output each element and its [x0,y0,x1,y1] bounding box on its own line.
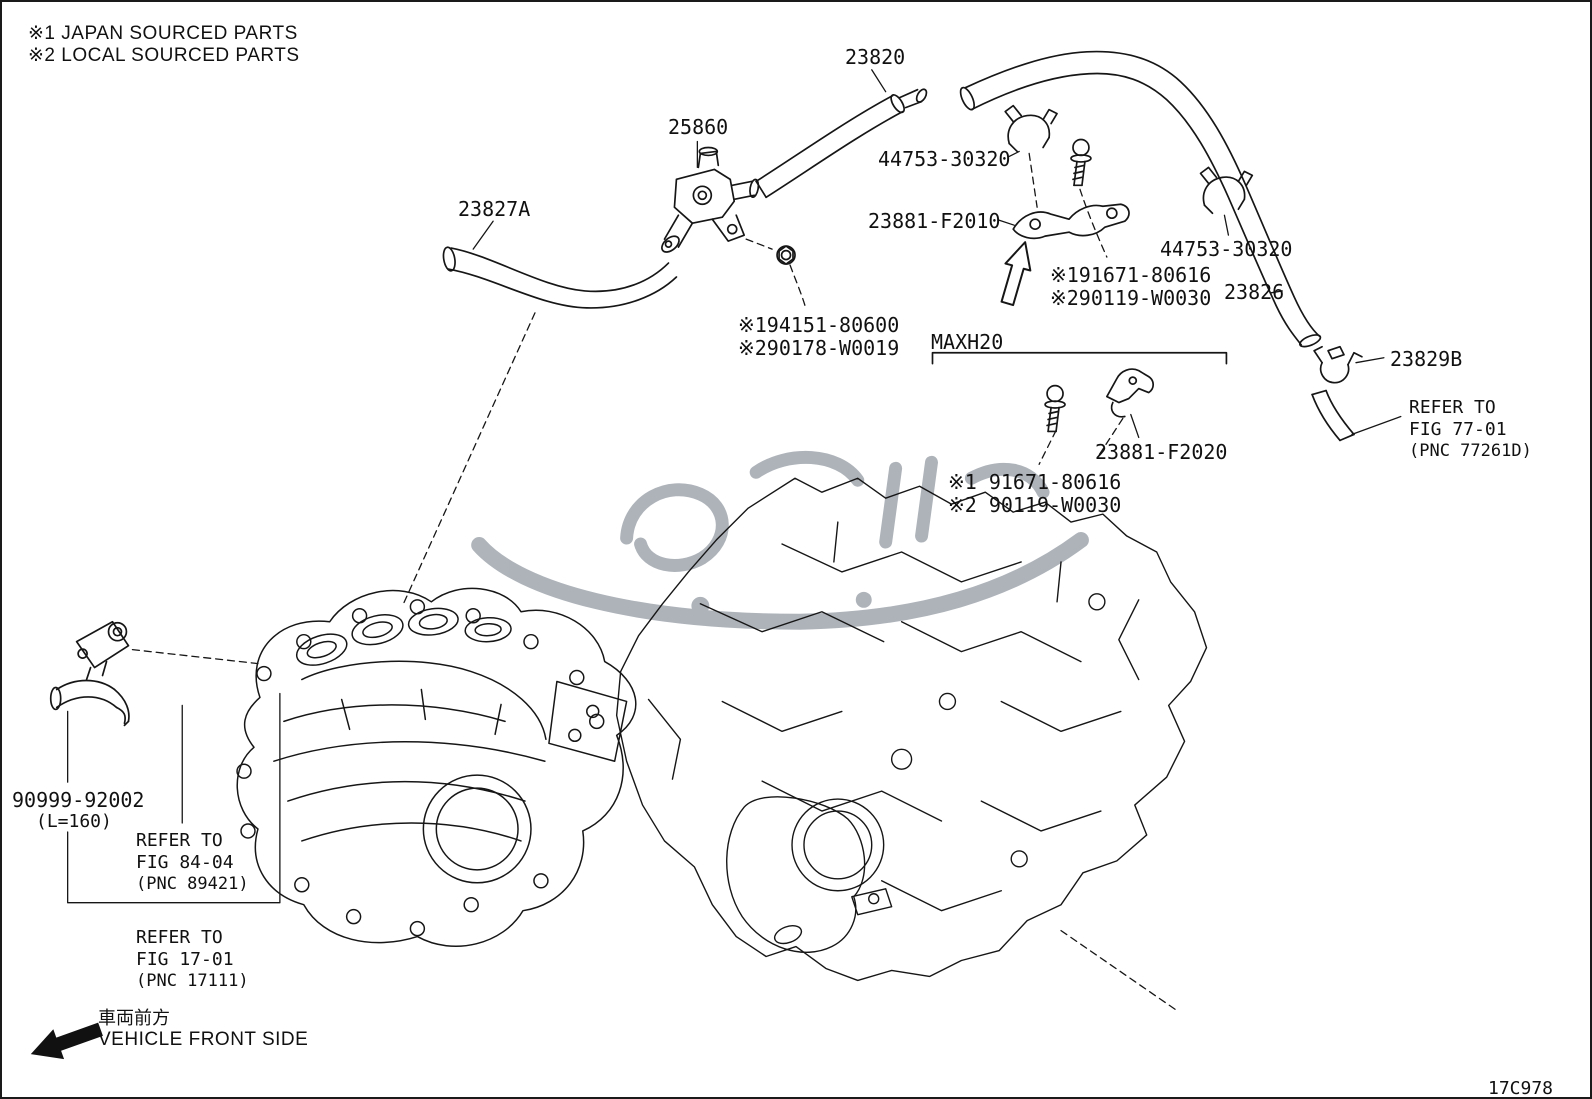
refer-fig8404-line3: (PNC 89421) [136,874,249,894]
part-label-23881-f2020: 23881-F2020 [1095,440,1228,464]
bolt-91671-upper-art [1070,138,1092,187]
engine-block-art [615,477,1208,982]
part-label-91671-upper: ※191671-80616 [1050,263,1212,287]
refer-fig1701-line3: (PNC 17111) [136,971,249,991]
refer-fig1701-line2: FIG 17-01 [136,949,234,970]
nut-94151-art [776,245,796,265]
watermark-logo [471,451,1089,630]
range-label-maxh20: MAXH20 [931,330,1004,354]
note-japan-sourced: ※1 JAPAN SOURCED PARTS [28,23,298,44]
hose-23826-art [959,50,1322,348]
hose-23820-art [755,88,928,199]
part-label-94151: ※194151-80600 [738,313,900,337]
figure-code: 17C978 [1488,1078,1554,1099]
part-label-25860: 25860 [668,115,729,139]
maxh20-range-bracket [931,351,1228,365]
part-label-90999: 90999-92002 [12,788,145,812]
part-label-23829b: 23829B [1390,347,1463,371]
vehicle-front-label-en: VEHICLE FRONT SIDE [98,1029,309,1050]
part-label-90119-lower: ※2 90119-W0030 [948,493,1122,517]
part-label-90119-upper: ※290119-W0030 [1050,286,1212,310]
vehicle-front-arrow-icon [30,1022,103,1060]
leader-lines-dashed [131,152,1178,1011]
part-label-23820: 23820 [845,45,906,69]
bolt-91671-lower-art [1044,384,1066,433]
refer-fig7701-line2: FIG 77-01 [1409,419,1507,440]
part-label-23827a: 23827A [458,197,531,221]
hose-77261d-stub-art [1311,389,1355,442]
callout-arrow-icon [1000,241,1032,307]
sensor-90999-art [49,620,130,727]
refer-fig7701-line1: REFER TO [1409,397,1496,418]
part-label-44753-upper: 44753-30320 [878,147,1011,171]
part-label-23881-f2010: 23881-F2010 [868,209,1001,233]
clamp-44753-upper-art [1004,104,1058,153]
part-label-90999-length: (L=160) [36,811,112,832]
refer-fig8404-line2: FIG 84-04 [136,852,234,873]
clamp-44753-right-art [1199,166,1254,215]
refer-fig7701-line3: (PNC 77261D) [1409,441,1532,461]
part-label-23826: 23826 [1224,280,1285,304]
clamp-23829b-art [1313,345,1363,384]
part-label-91671-lower: ※1 91671-80616 [948,470,1122,494]
refer-fig8404-line1: REFER TO [136,830,223,851]
note-local-sourced: ※2 LOCAL SOURCED PARTS [28,45,300,66]
hose-23827a-art [442,246,678,309]
part-label-90178: ※290178-W0019 [738,336,900,360]
part-label-44753-right: 44753-30320 [1160,237,1293,261]
vsv-valve-25860-art [661,146,760,253]
bracket-23881-f2010-art [1012,203,1130,240]
clamp-23881-f2020-art [1106,368,1155,418]
vehicle-front-label-jp: 車両前方 [98,1008,170,1029]
refer-fig1701-line1: REFER TO [136,927,223,948]
intake-manifold-art [236,587,637,948]
leader-lines-solid [67,69,1402,904]
